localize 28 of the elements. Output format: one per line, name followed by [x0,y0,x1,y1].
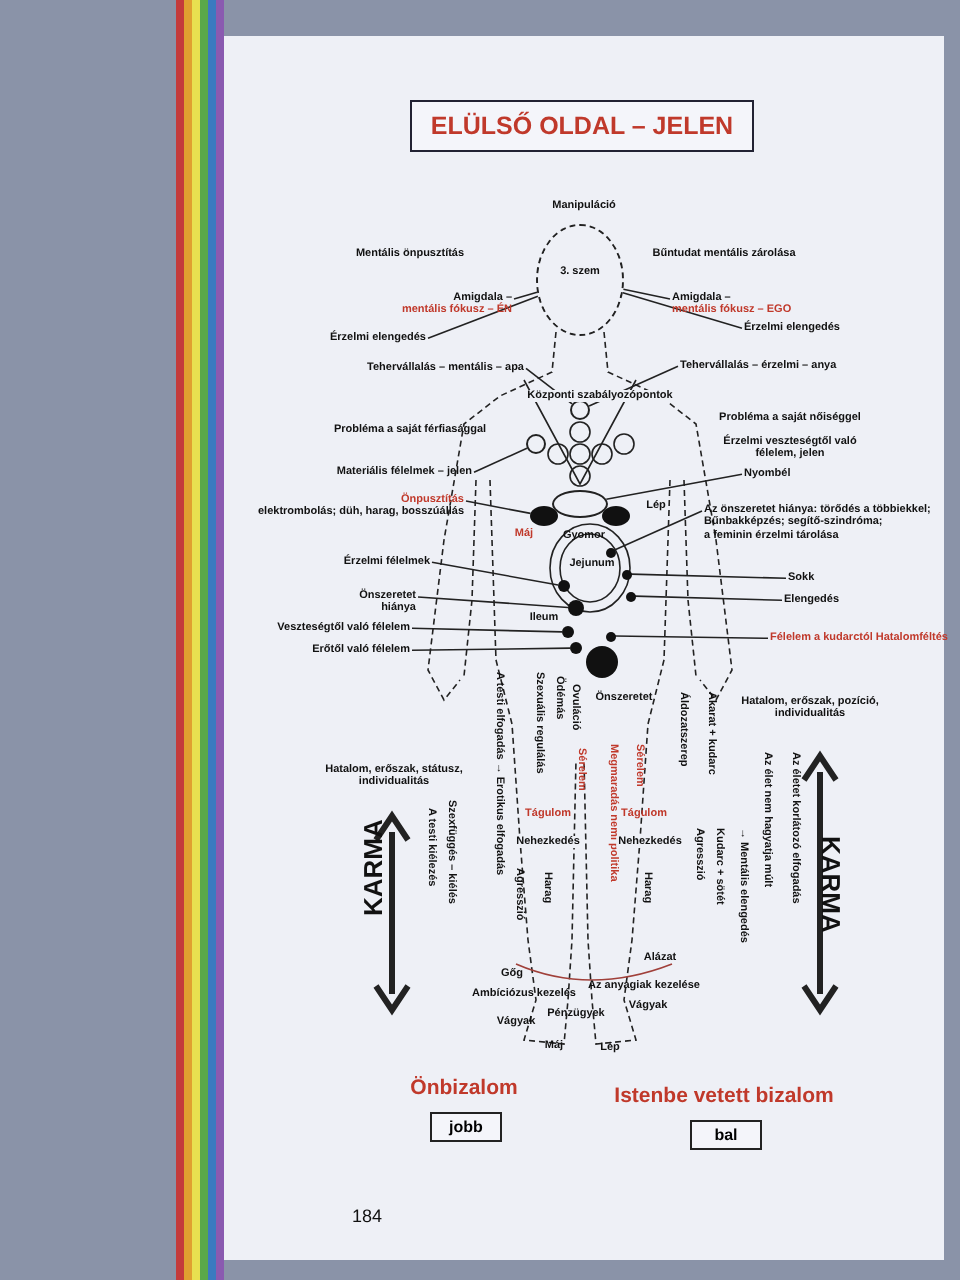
leader-line [417,596,569,609]
leader-line [427,295,539,340]
leader-line [622,288,671,300]
organ-dot [605,547,615,557]
text-box: bal [690,1120,762,1150]
leader-line [605,473,743,500]
leader-line [634,595,783,602]
page-number: 184 [352,1206,383,1227]
chakra-circle [526,434,546,454]
karma-label: KARMA [814,836,844,933]
organ-dot [621,569,631,579]
organ-dot [605,631,615,641]
leader-line [613,510,703,551]
leader-line [473,447,528,474]
title-banner: ELÜLSŐ OLDAL – JELEN [410,100,754,152]
heading-label: Istenbe vetett bizalom [614,1084,834,1109]
leader-line [614,635,769,640]
organ-dot [625,591,635,601]
leader-line [513,291,538,300]
leader-line [431,561,559,586]
heading-label: Önbizalom [410,1076,518,1101]
leader-line [465,500,532,515]
karma-label: KARMA [360,819,390,916]
leader-line [411,647,571,652]
text-box: jobb [430,1112,502,1142]
leader-line [630,573,787,580]
leader-line [411,627,563,633]
leader-line [622,291,743,330]
